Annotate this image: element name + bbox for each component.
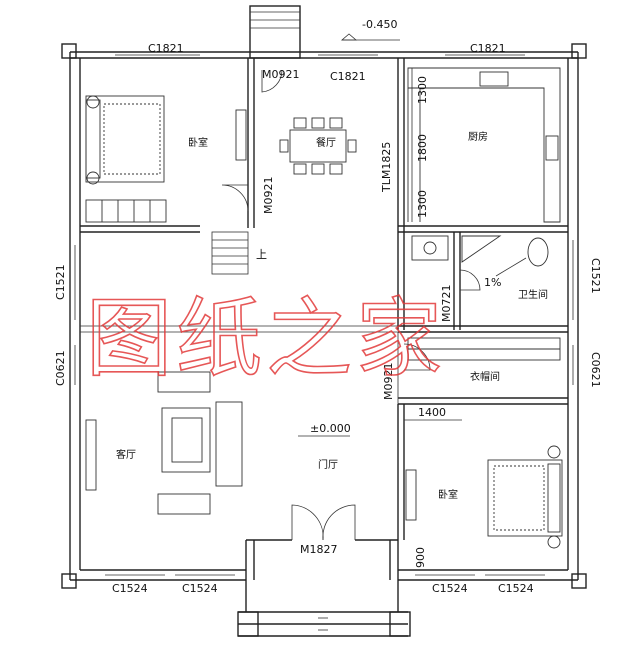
window-top-mid: C1821 [330,70,366,83]
dimension-labels: 1300 1800 1300 1400 900 1% 上 [256,68,527,568]
dim-kitchen-1: 1300 [416,76,429,104]
dim-bedroom2-small: 900 [414,547,427,568]
living-sofa-set [85,371,243,515]
window-marks [74,54,574,576]
window-bottom-left-1: C1524 [112,582,148,595]
window-top-right: C1821 [470,42,506,55]
level-top: -0.450 [362,18,397,31]
dining-table [279,117,357,175]
window-left-upper: C1521 [54,264,67,300]
watermark: 图纸之家 [86,289,446,389]
window-bottom-right-1: C1524 [432,582,468,595]
dim-bedroom2-width: 1400 [418,406,446,419]
window-top-left: C1821 [148,42,184,55]
room-bathroom: 卫生间 [518,288,548,301]
window-bottom-left-2: C1524 [182,582,218,595]
bed-2 [405,445,563,549]
stair-up-label: 上 [256,248,267,261]
room-dining: 餐厅 [316,136,336,149]
window-labels: C1821 C1821 C1821 C1521 C0621 C1521 C062… [54,42,602,595]
dim-kitchen-2: 1800 [416,134,429,162]
window-right-lower: C0621 [589,352,602,388]
door-labels: M0921 M0921 TLM1825 M0721 M0921 M1827 [262,68,453,556]
door-bedroom1-side: M0921 [262,177,275,215]
room-bedroom2: 卧室 [438,488,458,501]
room-closet: 衣帽间 [470,370,500,383]
outer-walls [61,43,587,589]
door-bathroom: M0721 [440,285,453,323]
bedroom1-desk-dividers [101,200,151,222]
bathroom-fixtures [411,235,549,267]
door-bedroom2: M0921 [382,363,395,401]
level-marks: -0.450 ±0.000 [298,18,400,437]
closet-rails [407,337,561,361]
door-kitchen: TLM1825 [380,142,393,193]
bedroom1-desk [85,199,167,223]
bedroom1-wardrobe [235,109,247,161]
room-kitchen: 厨房 [468,130,488,143]
door-main-entry: M1827 [300,543,338,556]
door-bedroom1-top: M0921 [262,68,300,81]
room-foyer: 门厅 [318,458,338,471]
room-living: 客厅 [116,448,136,461]
room-labels: 卧室 餐厅 厨房 卫生间 衣帽间 客厅 门厅 卧室 [116,130,548,501]
stair [211,231,249,275]
window-right-upper: C1521 [589,258,602,294]
dim-kitchen-3: 1300 [416,190,429,218]
slope-label: 1% [484,276,501,289]
door-swings [221,69,481,541]
kitchen-counter [407,67,561,223]
level-main: ±0.000 [310,422,351,435]
interior-walls [80,58,568,540]
room-bedroom1: 卧室 [188,136,208,149]
window-bottom-right-2: C1524 [498,582,534,595]
window-left-lower: C0621 [54,350,67,386]
front-porch [237,580,411,637]
bed-1 [85,95,165,185]
top-stair-box [249,5,301,59]
